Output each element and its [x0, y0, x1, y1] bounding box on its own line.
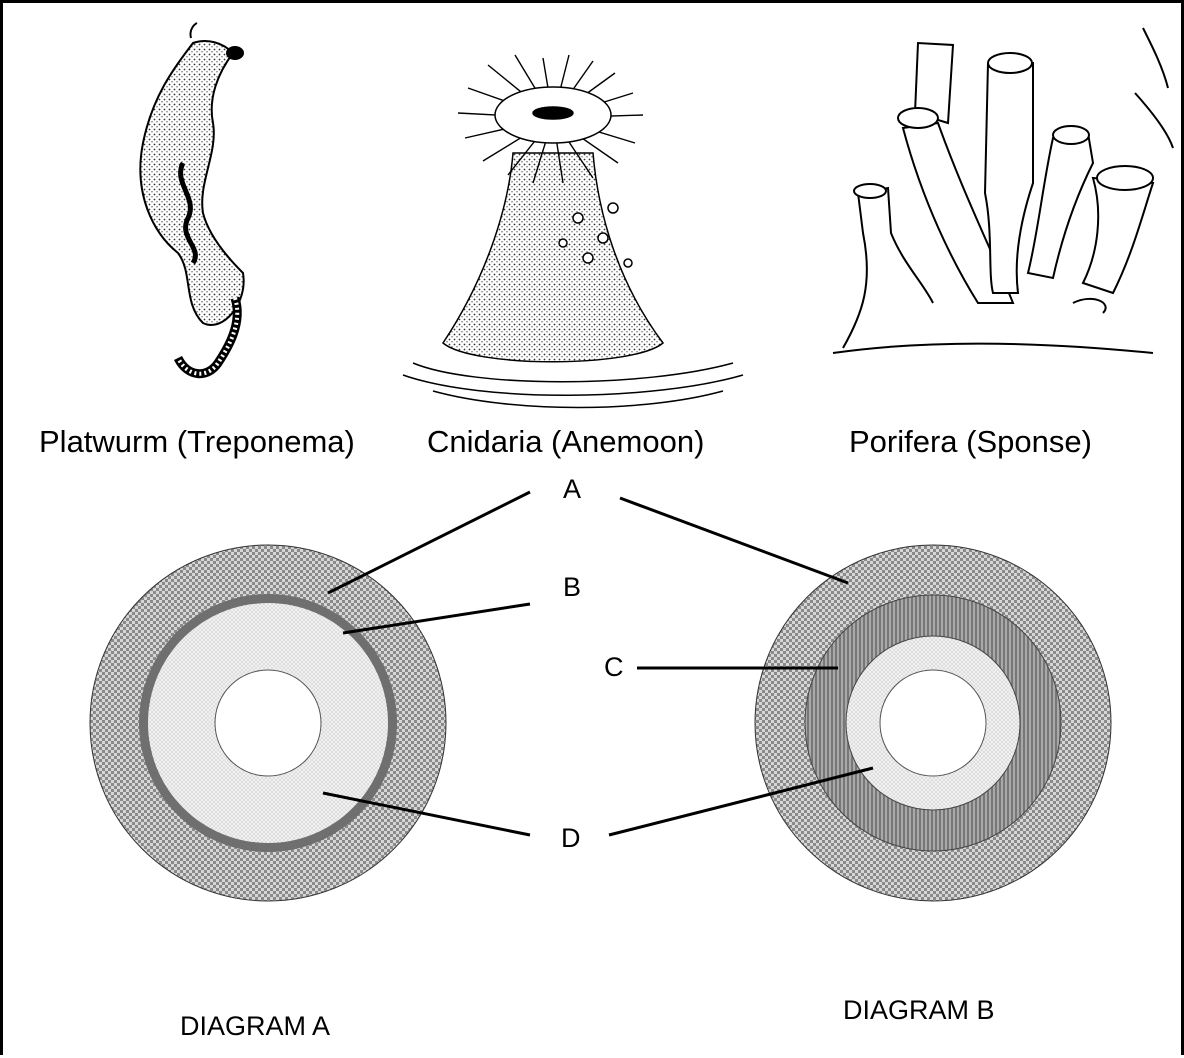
diagram-a	[90, 545, 446, 901]
diagram-b-cavity	[880, 670, 986, 776]
caption-anemone: Cnidaria (Anemoon)	[427, 426, 704, 457]
diagram-a-title: DIAGRAM A	[180, 1013, 330, 1040]
label-c: C	[604, 654, 624, 681]
sea-anemone-illustration	[403, 55, 743, 408]
diagram-b	[755, 545, 1111, 901]
caption-sponge: Porifera (Sponse)	[849, 426, 1092, 457]
leader-line-a-right	[620, 498, 848, 583]
leader-line-a-left	[328, 492, 530, 593]
diagram-a-cavity	[215, 670, 321, 776]
flatworm-illustration	[140, 23, 243, 374]
sponge-illustration	[833, 28, 1173, 353]
diagram-b-title: DIAGRAM B	[843, 997, 995, 1024]
label-a: A	[563, 476, 581, 503]
label-d: D	[561, 825, 581, 852]
figure-canvas	[3, 3, 1184, 1058]
label-b: B	[563, 574, 581, 601]
caption-flatworm: Platwurm (Treponema)	[39, 426, 355, 457]
